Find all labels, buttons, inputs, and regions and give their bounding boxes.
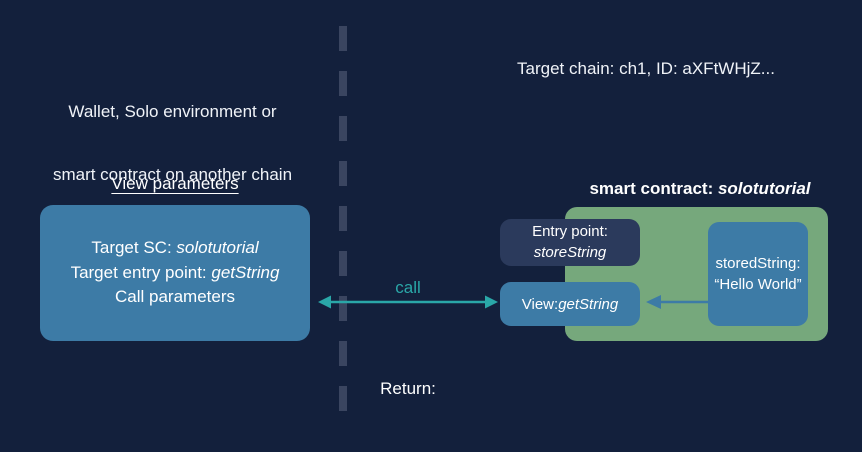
target-sc-value: solotutorial [176, 238, 259, 258]
entry-point-line1: Entry point: [532, 223, 608, 241]
stored-string-to-view-arrow-icon [646, 295, 714, 309]
right-column-header: Target chain: ch1, ID: aXFtWHjZ... [517, 59, 775, 78]
view-box-label: View: [521, 295, 559, 313]
stored-string-box: storedString: “Hello World” [708, 222, 808, 326]
target-sc-label: Target SC: [91, 238, 177, 258]
stored-string-line1: storedString: [715, 255, 801, 272]
entry-point-box: Entry point: storeString [500, 219, 640, 266]
view-box-value: getString [558, 295, 619, 313]
left-column-header-line2: smart contract on another chain [52, 165, 293, 185]
view-getstring-box: View: getString [500, 282, 640, 326]
target-entry-point-row: Target entry point: getString [71, 261, 280, 286]
left-column-header: Wallet, Solo environment or smart contra… [0, 58, 345, 228]
target-entry-point-label: Target entry point: [70, 262, 212, 282]
return-label-line1: Return: [380, 379, 436, 399]
view-parameters-title: View parameters [111, 174, 239, 193]
return-value-label: Return: “Hello World” [318, 328, 498, 452]
view-parameters-panel-text: Target SC: solotutorial Target entry poi… [40, 205, 310, 341]
target-sc-row: Target SC: solotutorial [91, 236, 258, 261]
column-divider-dashed-line [339, 26, 347, 428]
target-entry-point-value: getString [211, 262, 280, 282]
left-column-header-line1: Wallet, Solo environment or [68, 101, 277, 121]
entry-point-line2: storeString [533, 243, 607, 261]
call-parameters-row: Call parameters [115, 287, 235, 307]
smart-contract-title: smart contract: solotutorial [520, 178, 862, 199]
call-bidirectional-arrow-icon [318, 295, 498, 309]
smart-contract-title-label: smart contract: [589, 179, 718, 198]
view-parameters-panel: Target SC: solotutorial Target entry poi… [40, 205, 310, 341]
smart-contract-title-value: solotutorial [717, 179, 811, 198]
stored-string-line2: “Hello World” [714, 276, 802, 293]
call-arrow-label: call [395, 278, 421, 297]
